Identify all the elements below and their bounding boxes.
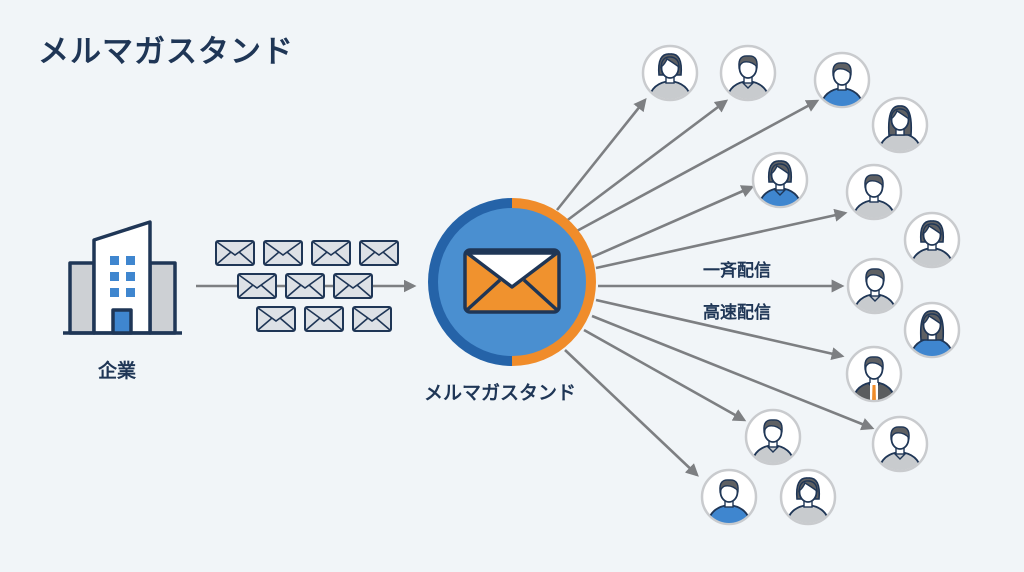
recipient-avatar [813,51,871,109]
envelope-icon [333,273,373,299]
recipient-avatar [700,468,758,526]
envelope-icon [463,248,561,314]
delivery-arrow [589,185,755,260]
delivery-arrow [564,349,699,477]
recipient-avatar [846,257,904,315]
envelope-icon [256,306,296,332]
recipient-avatar [751,151,809,209]
recipient-avatar [845,345,903,403]
envelope-icon [285,273,325,299]
recipient-avatar [779,468,837,526]
recipient-avatar [871,96,929,154]
fan-out-arrows [555,97,875,477]
delivery-arrow [595,208,848,270]
delivery-arrow [583,328,747,422]
delivery-arrow [564,99,729,224]
delivery-arrow [595,298,845,361]
envelope-icon [263,240,303,266]
delivery-label-broadcast: 一斉配信 [703,261,771,281]
envelope-icon [237,273,277,299]
recipient-avatar [903,301,961,359]
recipients [641,44,961,526]
delivery-arrow [574,99,820,234]
envelope-icon [359,240,399,266]
delivery-arrow [555,97,647,211]
recipient-avatar [641,44,699,102]
delivery-label-fast: 高速配信 [703,303,771,323]
envelope-icon [311,240,351,266]
recipient-avatar [744,408,802,466]
recipient-avatar [845,163,903,221]
recipient-avatar [871,415,929,473]
sender-label: 企業 [98,360,137,382]
hub-node [428,198,596,366]
hub-label: メルマガスタンド [424,382,577,404]
page-title: メルマガスタンド [38,34,294,70]
recipient-avatar [903,211,961,269]
envelope-icon [304,306,344,332]
envelope-icon [352,306,392,332]
delivery-arrow [591,314,875,431]
envelope-batch [215,240,399,332]
building-icon [63,220,182,335]
envelope-icon [215,240,255,266]
recipient-avatar [719,44,777,102]
